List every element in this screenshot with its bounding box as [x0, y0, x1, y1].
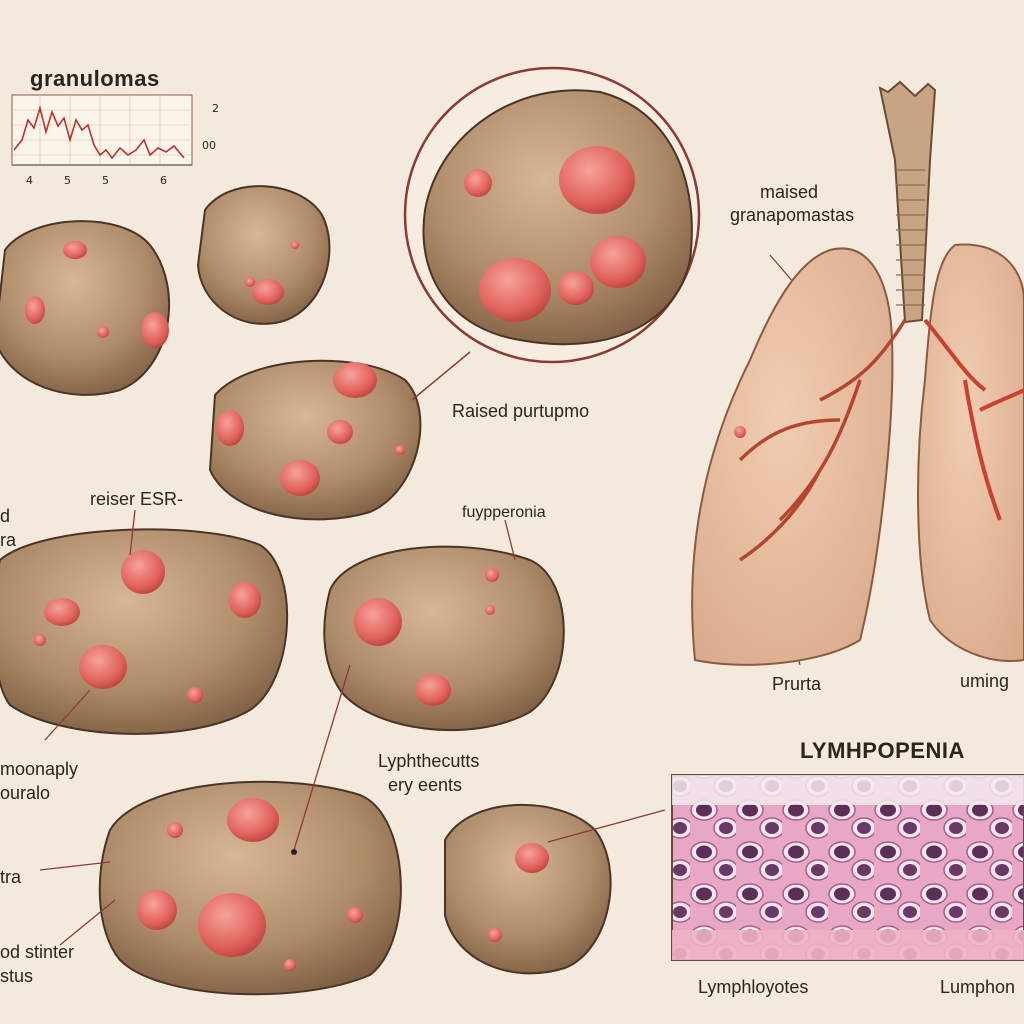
potato-3: [208, 359, 422, 521]
potato-magnified: [403, 66, 701, 401]
label-moonaply-2: ouralo: [0, 783, 51, 803]
mini-chart: [11, 94, 193, 166]
label-lumphon: Lumphon: [940, 977, 1016, 997]
x-tick-1: 4: [26, 174, 33, 187]
potato-1: [0, 220, 171, 396]
label-lyphthecutts-2: ery eents: [388, 775, 463, 795]
label-lymphopenia: LYMHPOPENIA: [800, 738, 965, 763]
potato-7: [444, 804, 612, 975]
label-moonaply-1: moonaply: [0, 759, 79, 779]
potato-5: [323, 545, 565, 732]
label-fuypperonia: fuypperonia: [462, 504, 546, 521]
potato-6: [98, 780, 402, 996]
label-lymphloyotes: Lymphloyotes: [698, 977, 809, 997]
label-raised-granapomas-1: maised: [760, 182, 819, 202]
pointer-dot: [291, 849, 297, 855]
label-raised-purtupmo: Raised purtupmo: [452, 401, 590, 421]
y-tick-top: 2: [212, 102, 219, 115]
potato-4: [0, 528, 289, 735]
y-tick-bottom: 00: [202, 139, 216, 152]
label-left-cut-b: ra: [0, 530, 17, 550]
label-lyphthecutts-1: Lyphthecutts: [378, 751, 480, 771]
chart-title: granulomas: [30, 66, 160, 91]
label-left-cut-a: d: [0, 506, 11, 526]
label-raised-granapomas-2: granapomastas: [730, 205, 855, 225]
label-tra: tra: [0, 867, 22, 887]
x-tick-3: 5: [102, 174, 109, 187]
label-stinter-2: stus: [0, 966, 34, 986]
label-prurta: Prurta: [772, 674, 822, 694]
label-stinter-1: od stinter: [0, 942, 75, 962]
histology-panel: [671, 774, 1024, 961]
potato-2: [196, 185, 331, 325]
x-tick-4: 6: [160, 174, 167, 187]
label-uming: uming: [960, 671, 1010, 691]
lungs: [691, 80, 1024, 666]
x-tick-2: 5: [64, 174, 71, 187]
label-raiser-esr: reiser ESR-: [90, 489, 184, 509]
